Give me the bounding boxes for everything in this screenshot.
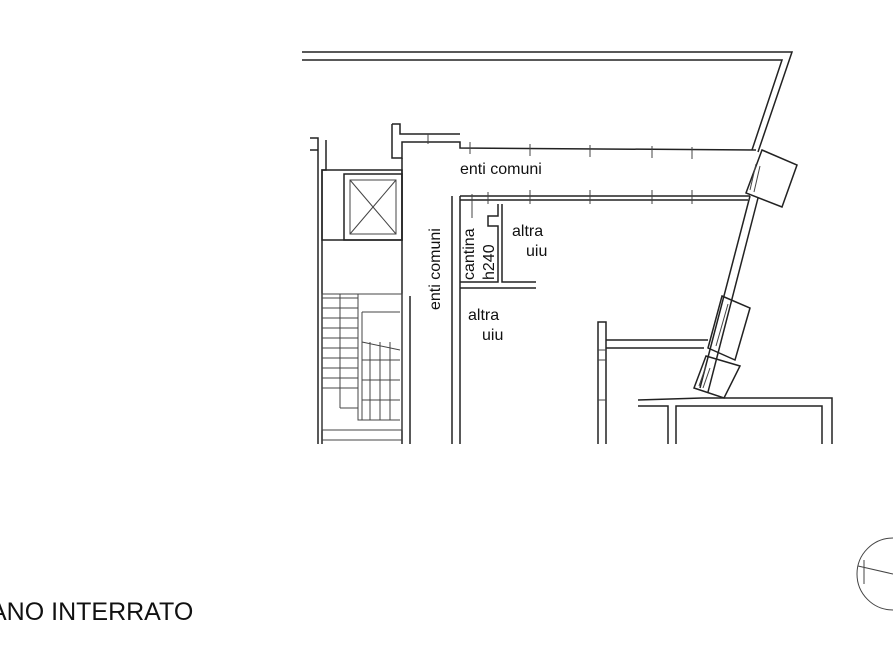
facade-window-boxes [693,149,798,399]
label-altra-uiu-right-2: uiu [526,243,547,260]
label-altra-uiu-lower-1: altra [468,307,499,324]
label-cantina: cantina [461,228,478,280]
elevator-shaft [321,169,403,241]
upper-corridor-walls [391,123,757,206]
label-enti-comuni-corridor: enti comuni [427,228,444,310]
label-altra-uiu-lower-2: uiu [482,327,503,344]
floor-title: ANO INTERRATO [0,598,194,626]
label-cantina-height: h240 [481,244,498,280]
room-labels: enti comuni enti comuni cantina h240 alt… [427,161,547,344]
label-enti-comuni-top: enti comuni [460,161,542,178]
north-arrow-icon [856,537,893,611]
staircase [321,293,403,431]
right-lower-walls [597,321,833,444]
left-walls [310,137,402,444]
cantina-room [460,204,536,289]
label-altra-uiu-right-1: altra [512,223,543,240]
outer-walls [302,51,794,393]
